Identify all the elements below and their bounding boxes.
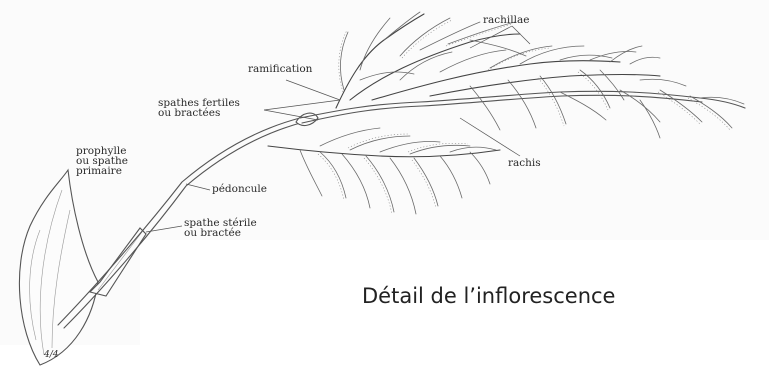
label-prophylle-line3: primaire <box>76 166 128 176</box>
label-spathe-sterile-line2: ou bractée <box>184 228 257 238</box>
label-pedoncule: pédoncule <box>212 184 267 194</box>
caption: Détail de l’inflorescence <box>362 284 615 308</box>
label-rachillae: rachillae <box>483 15 529 25</box>
label-ramification: ramification <box>248 64 312 74</box>
label-spathes-fertiles: spathes fertiles ou bractées <box>158 98 240 118</box>
background-panel-top <box>140 0 769 240</box>
label-spathe-sterile: spathe stérile ou bractée <box>184 218 257 238</box>
label-spathes-fertiles-line2: ou bractées <box>158 108 240 118</box>
artist-signature: 4/4 <box>44 350 58 360</box>
label-prophylle: prophylle ou spathe primaire <box>76 146 128 176</box>
label-rachis: rachis <box>508 158 541 168</box>
